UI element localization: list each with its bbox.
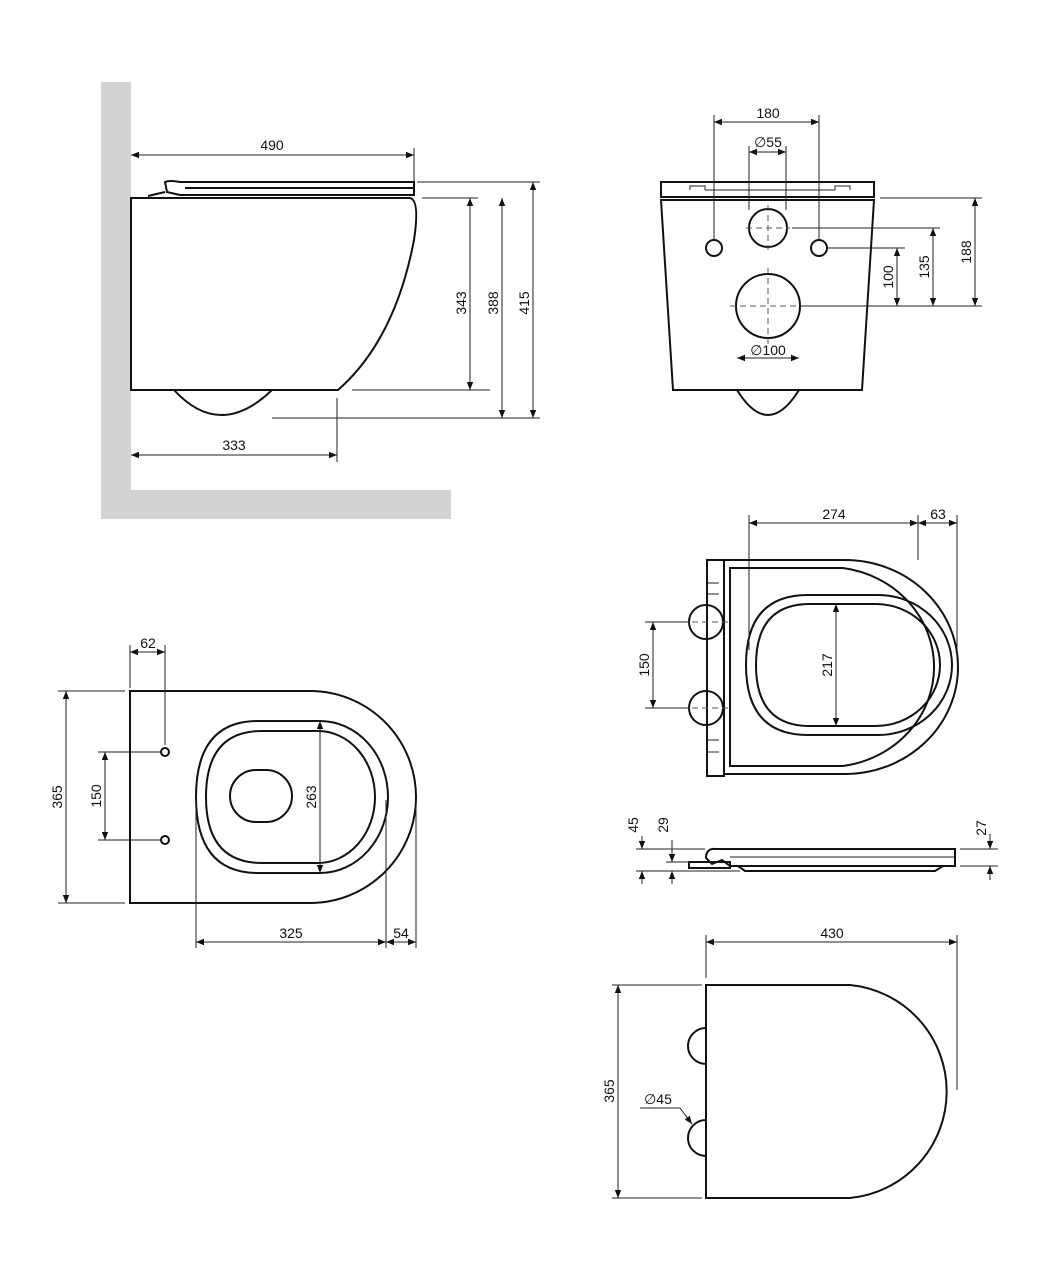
seat-side-lid [704, 847, 956, 867]
dim-217: 217 [819, 653, 835, 677]
bowl-top-view: 62 365 150 263 325 54 [49, 635, 417, 948]
dim-63: 63 [930, 506, 946, 522]
dim-333: 333 [222, 437, 246, 453]
bowl-outline [129, 690, 417, 904]
bottom-buffer-1 [687, 1027, 707, 1065]
dim-188: 188 [958, 240, 974, 264]
seat-bottom-view: 430 365 ∅45 [601, 925, 958, 1199]
side-view: 490 343 388 415 333 [101, 82, 540, 519]
dim-27: 27 [973, 820, 989, 836]
rear-view: 180 ∅55 ∅100 100 135 188 [659, 105, 982, 416]
dim-54: 54 [393, 925, 409, 941]
dim-150-seat: 150 [636, 653, 652, 677]
dim-45: 45 [625, 817, 641, 833]
seat-top-view: 274 63 150 217 [636, 506, 959, 777]
dim-325: 325 [279, 925, 303, 941]
seat-side-view: 45 29 27 [625, 817, 998, 884]
bowl-drain [229, 769, 293, 823]
bowl-rim-inner [194, 720, 389, 874]
dim-150-top: 150 [88, 784, 104, 808]
rear-outlet-trap [736, 389, 800, 416]
dim-263: 263 [303, 785, 319, 809]
seat-opening-inner [754, 603, 941, 727]
seat-opening-outer [744, 594, 953, 736]
dim-29: 29 [655, 817, 671, 833]
seat-side-hinge [688, 861, 731, 869]
bowl-body [130, 197, 418, 391]
dim-dia-100: ∅100 [750, 342, 786, 358]
dim-135: 135 [916, 255, 932, 279]
dim-180: 180 [756, 105, 780, 121]
seat-outline [724, 559, 959, 775]
seat-bottom-outline [705, 984, 948, 1199]
dim-100: 100 [880, 265, 896, 289]
bolt-hole-right [810, 239, 828, 257]
outlet-trap [173, 389, 273, 416]
dim-388: 388 [485, 291, 501, 315]
rear-body [659, 199, 876, 391]
dim-365-bottom: 365 [601, 1079, 617, 1103]
dim-62: 62 [140, 635, 156, 651]
dim-343: 343 [453, 291, 469, 315]
floor [101, 490, 451, 519]
rear-seat [660, 181, 875, 198]
seat-hinge-block [706, 559, 725, 777]
bowl-basin [204, 730, 376, 864]
dim-274: 274 [822, 506, 846, 522]
seat-side-bottom [737, 865, 944, 872]
dim-415: 415 [516, 291, 532, 315]
seat-rim [729, 567, 936, 767]
dim-dia-45: ∅45 [644, 1091, 672, 1107]
wall [101, 82, 131, 519]
dim-dia-55: ∅55 [754, 134, 782, 150]
bottom-buffer-2 [687, 1119, 707, 1157]
top-bolt-hole-1 [160, 747, 170, 757]
bolt-hole-left [705, 239, 723, 257]
dim-430: 430 [820, 925, 844, 941]
top-bolt-hole-2 [160, 835, 170, 845]
dim-490: 490 [260, 137, 284, 153]
dim-365-top: 365 [49, 785, 65, 809]
